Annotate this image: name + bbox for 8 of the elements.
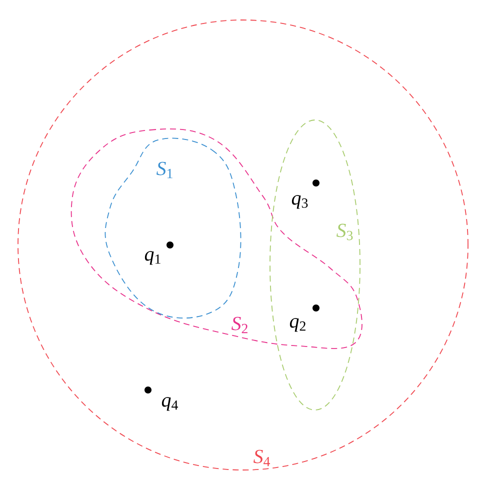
node-label: q$_{2}$ bbox=[290, 318, 306, 332]
node-label: q$_{1}$ bbox=[144, 251, 160, 265]
labeled-point: q$_{3}$ bbox=[292, 180, 320, 209]
node-label: q$_{3}$ bbox=[292, 195, 308, 209]
labeled-point: q$_{4}$ bbox=[144, 386, 178, 411]
labeled-point: q$_{2}$ bbox=[290, 304, 320, 332]
node-label: q$_{4}$ bbox=[162, 397, 178, 411]
labeled-point: q$_{1}$ bbox=[144, 242, 174, 265]
